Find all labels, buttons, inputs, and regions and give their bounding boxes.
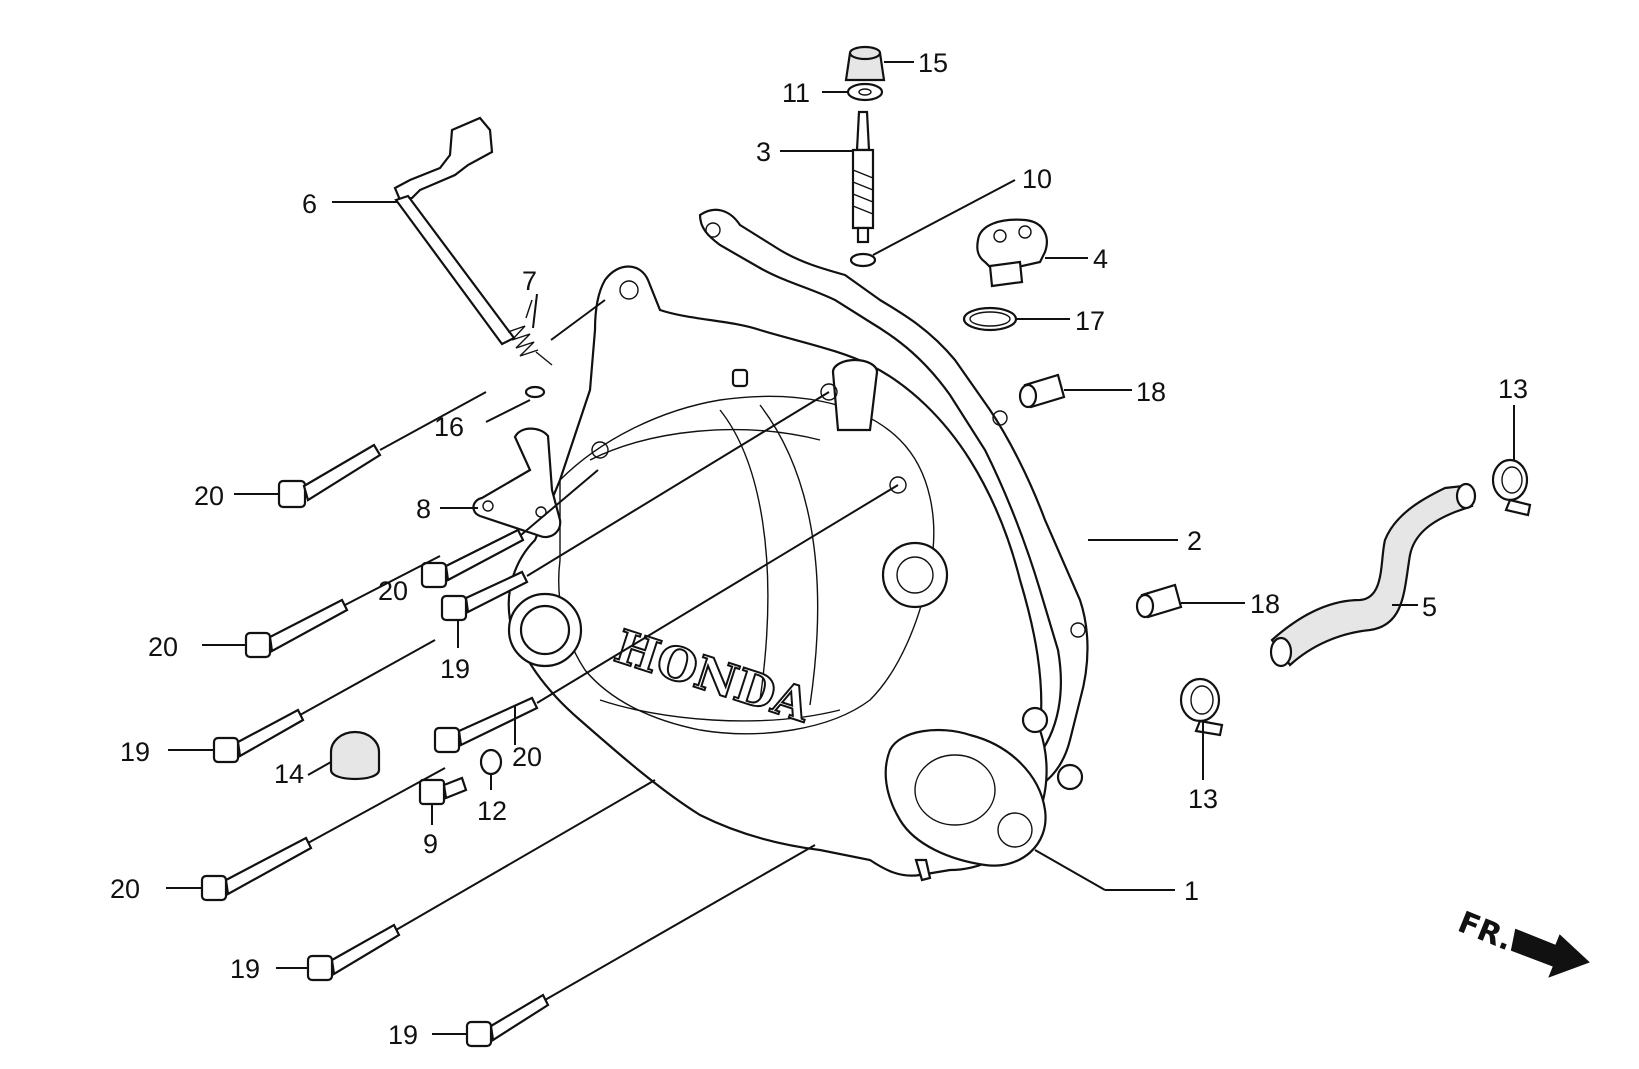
bracket-part xyxy=(472,427,562,539)
callout-14: 14 xyxy=(274,759,304,789)
callout-15: 15 xyxy=(918,48,948,78)
callout-20-a: 20 xyxy=(194,481,224,511)
callout-18-upper: 18 xyxy=(1136,377,1166,407)
plug-part-side xyxy=(329,752,381,780)
callout-12: 12 xyxy=(477,796,507,826)
bracket-part-hole xyxy=(482,500,494,512)
callout-6: 6 xyxy=(302,189,317,219)
bolt-part xyxy=(244,598,349,659)
cover-bolt-hole xyxy=(889,476,907,494)
water-pump-port xyxy=(914,754,996,826)
oil-cap-part-thread xyxy=(988,260,1024,288)
hose-clamp-part-tab xyxy=(1504,498,1532,517)
gear-shaft-part xyxy=(855,110,871,152)
cover-dome-rib xyxy=(589,428,821,461)
cover-dome-rib xyxy=(599,699,841,722)
callout-20-b: 20 xyxy=(378,576,408,606)
bolt-part xyxy=(433,696,539,754)
hose-clamp-part-inner xyxy=(1501,466,1523,494)
cap-part-top xyxy=(848,45,882,61)
callout-16: 16 xyxy=(434,412,464,442)
water-pump-outlet xyxy=(884,728,1047,867)
gasket-hole xyxy=(992,410,1008,426)
callout-labels: 15 11 3 10 4 17 6 7 16 18 13 20 8 2 20 1… xyxy=(110,48,1528,1050)
oil-cap-part-hole xyxy=(1018,225,1032,239)
bolt-part xyxy=(212,708,305,764)
cover-stud xyxy=(1021,706,1049,734)
o-ring-part-inner xyxy=(969,311,1011,327)
hose-clamp-part-tab xyxy=(1194,719,1224,737)
lever-shaft-part xyxy=(393,116,494,202)
callout-13-upper: 13 xyxy=(1498,374,1528,404)
washer-part xyxy=(479,748,503,776)
hose-part-end xyxy=(1455,482,1477,510)
washer-part xyxy=(846,82,884,102)
bolt-part xyxy=(465,993,550,1048)
water-pump-port-small xyxy=(997,812,1033,848)
oil-seal-boss-inner xyxy=(519,604,571,656)
callout-20-c: 20 xyxy=(148,632,178,662)
cover-bolt-hole xyxy=(820,383,838,401)
callout-19-c: 19 xyxy=(230,954,260,984)
gear-shaft-part-teeth xyxy=(852,169,874,215)
callout-8: 8 xyxy=(416,494,431,524)
cover-dowel xyxy=(731,368,749,388)
callout-2: 2 xyxy=(1187,526,1202,556)
cover-stud xyxy=(1056,763,1084,791)
cover-bolt-hole xyxy=(591,441,609,459)
hose-part-end xyxy=(1269,636,1293,668)
washer-part-hole xyxy=(858,88,872,96)
callout-4: 4 xyxy=(1093,244,1108,274)
gasket-hole xyxy=(1070,622,1086,638)
callout-11: 11 xyxy=(782,78,810,108)
callout-9: 9 xyxy=(423,829,438,859)
callout-7: 7 xyxy=(522,266,537,296)
callout-20-e: 20 xyxy=(110,874,140,904)
hose-clamp-part-inner xyxy=(1190,685,1214,715)
front-direction-arrow xyxy=(1510,928,1590,978)
hose-part xyxy=(1270,484,1474,667)
cover-dome-rib xyxy=(759,404,819,706)
callout-19-b: 19 xyxy=(120,737,150,767)
oil-cap-part-hole xyxy=(993,229,1007,243)
callout-10: 10 xyxy=(1022,164,1052,194)
bolt-part xyxy=(420,528,525,589)
cover-dome-rib xyxy=(719,409,769,701)
bolt-part xyxy=(306,923,401,982)
gear-shaft-part-end xyxy=(856,226,870,244)
front-direction-label: FR. xyxy=(1453,905,1518,958)
callout-3: 3 xyxy=(756,137,771,167)
bolt-part xyxy=(440,570,529,622)
shaft-boss-body xyxy=(831,371,879,432)
callout-5: 5 xyxy=(1422,592,1437,622)
callout-13-lower: 13 xyxy=(1188,784,1218,814)
washer-part xyxy=(849,252,877,268)
washer-part xyxy=(524,385,546,399)
callout-19-d: 19 xyxy=(388,1020,418,1050)
return-spring-part xyxy=(507,299,553,366)
oil-filler-boss xyxy=(881,541,949,609)
bolt-part xyxy=(200,836,313,902)
callout-18-lower: 18 xyxy=(1250,589,1280,619)
cover-clutch-dome xyxy=(558,395,935,735)
cover-stud xyxy=(914,858,932,882)
oil-filler-thread xyxy=(896,556,934,594)
callout-17: 17 xyxy=(1075,306,1105,336)
cover-bolt-hole xyxy=(619,280,639,300)
bolt-part xyxy=(277,443,382,509)
lever-shaft-part-shaft xyxy=(394,194,516,346)
callout-1: 1 xyxy=(1184,876,1199,906)
leader-lines xyxy=(166,61,1515,1035)
bolt-part-shank xyxy=(442,776,468,800)
bolt-part-head xyxy=(418,778,446,806)
dowel-part-end xyxy=(1018,383,1038,409)
gasket-hole xyxy=(705,222,721,238)
callout-19-a: 19 xyxy=(440,654,470,684)
callout-20-d: 20 xyxy=(512,742,542,772)
dowel-part-end xyxy=(1135,593,1155,619)
